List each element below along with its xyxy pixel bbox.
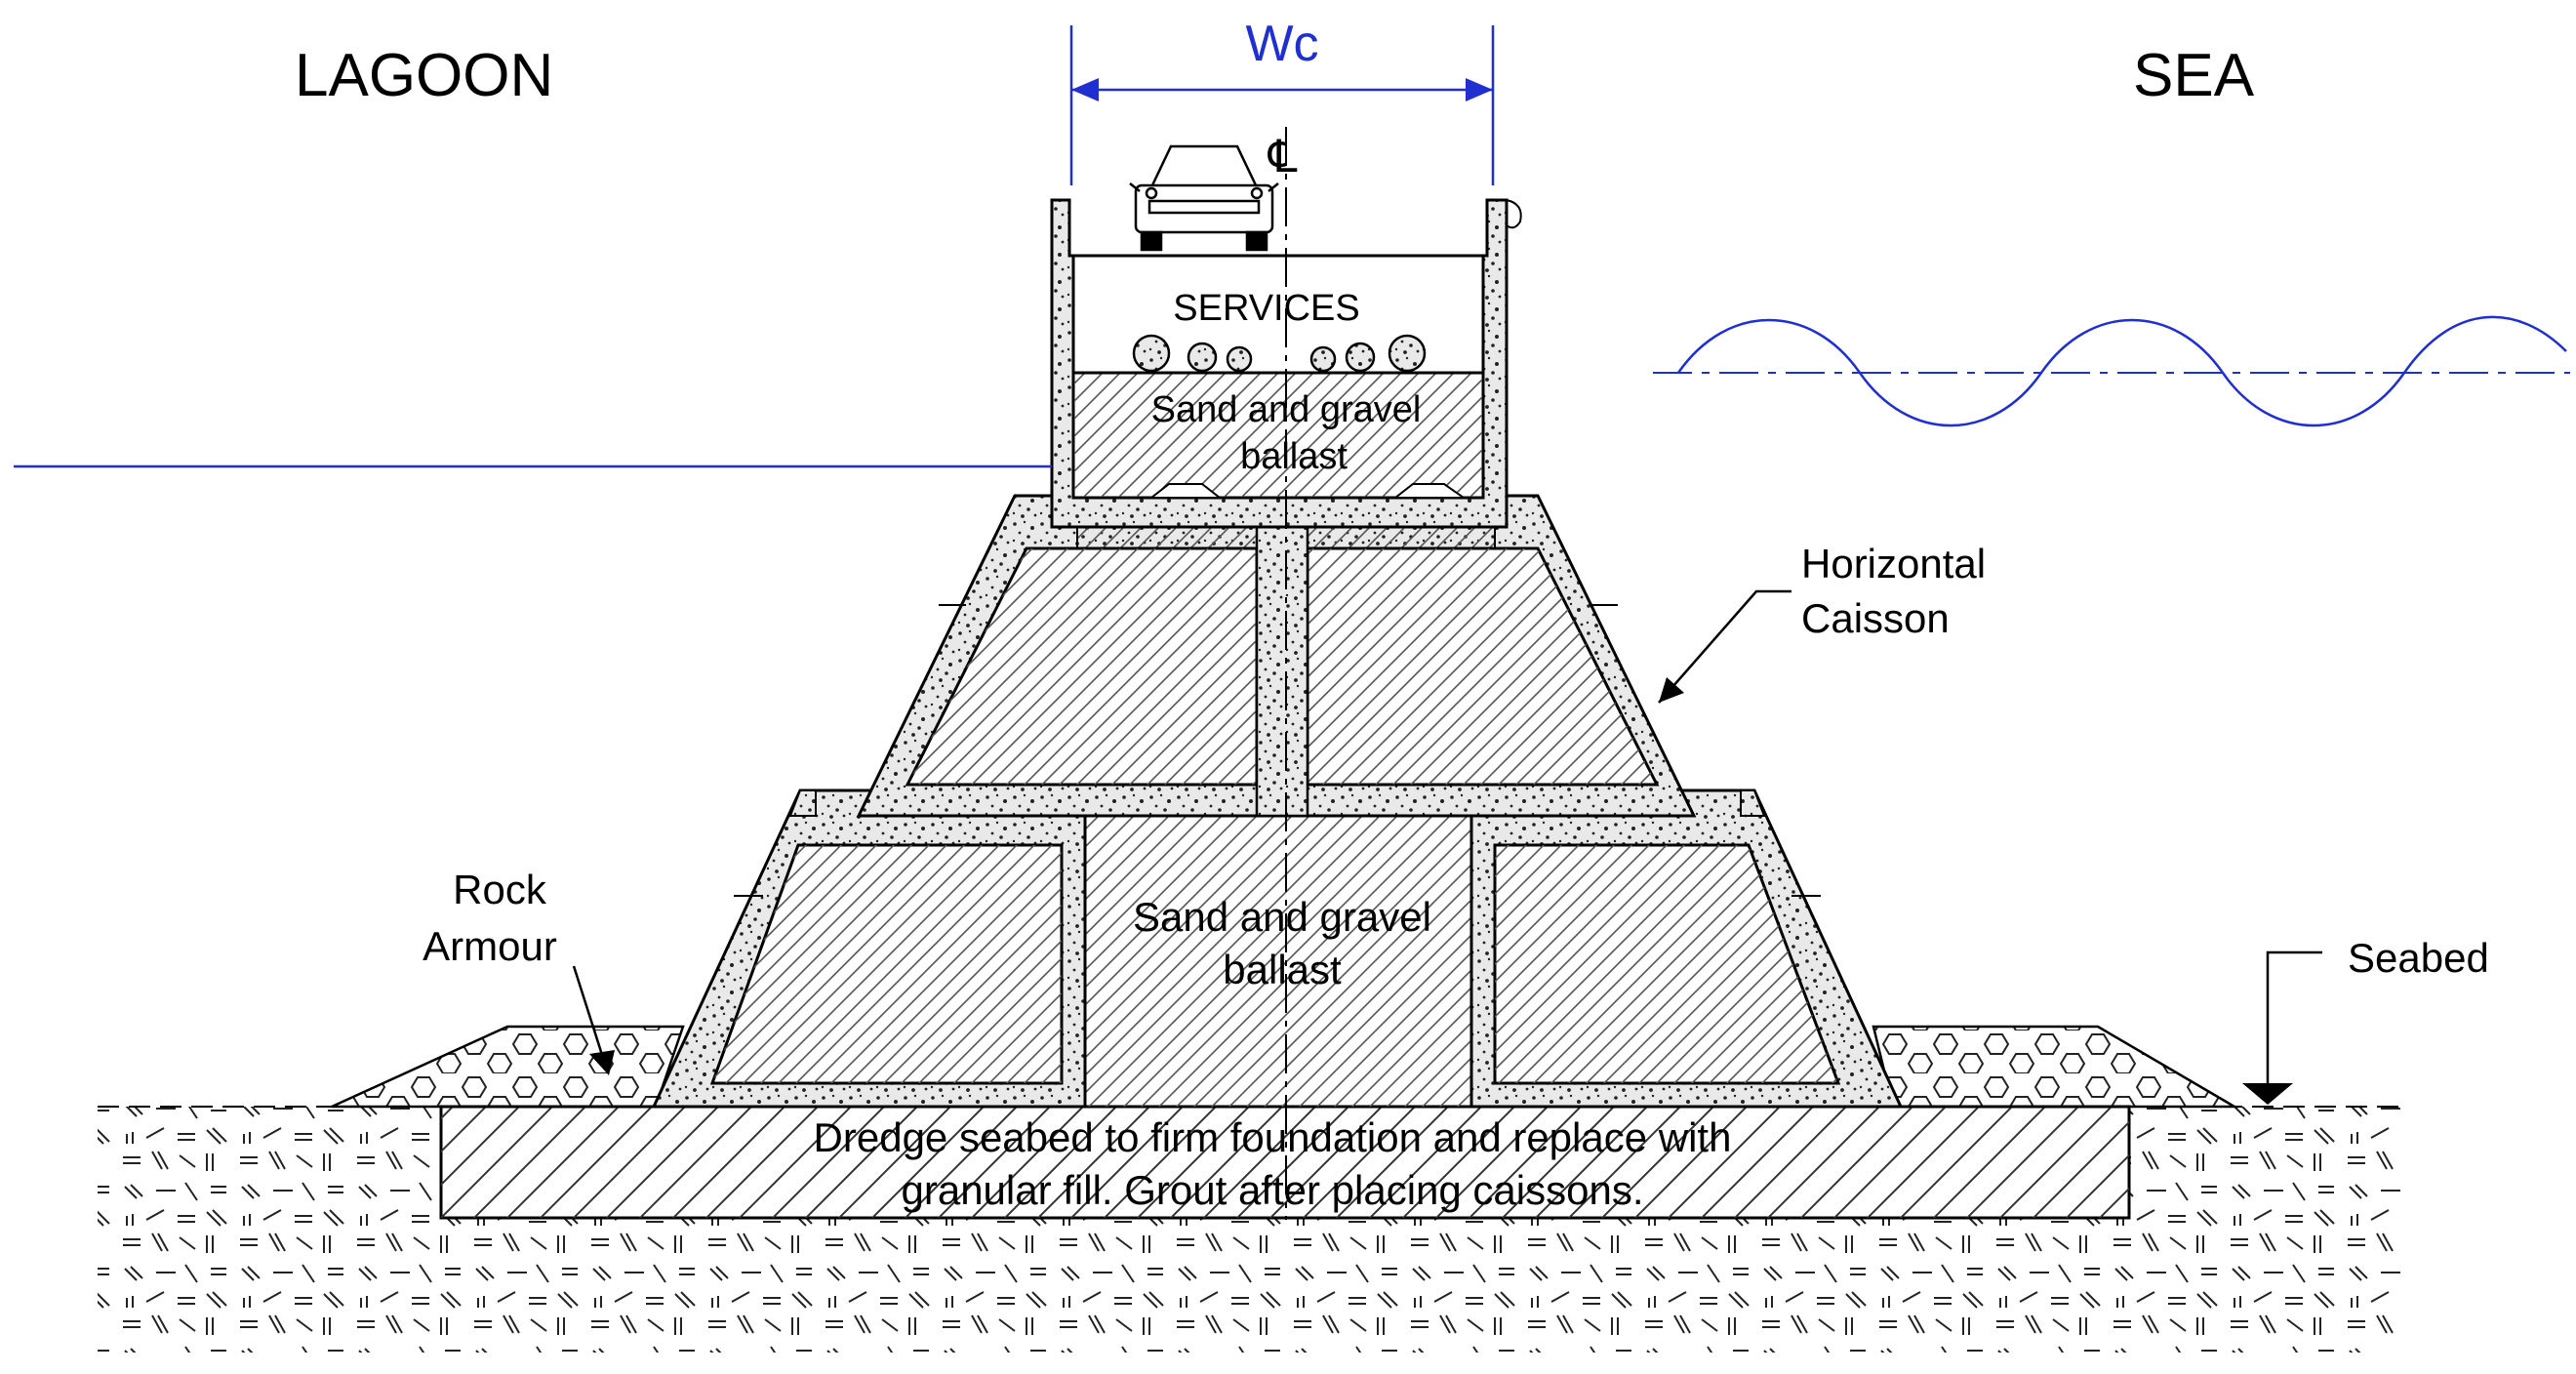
rock-armour-right [1872, 1025, 2239, 1109]
services-channel [1050, 198, 1522, 529]
sea-water-line [1653, 315, 2570, 427]
upper-ballast-label-line2: ballast [1240, 436, 1348, 477]
rock-armour-label-line1: Rock [453, 867, 547, 912]
car-front-icon [1129, 144, 1279, 252]
centerline-symbol: ℄ [1268, 131, 1298, 182]
seabed-label: Seabed [2348, 935, 2489, 981]
upper-caisson [856, 494, 1697, 818]
lagoon-label: LAGOON [295, 42, 553, 109]
lower-ballast-label-line2: ballast [1223, 947, 1342, 992]
upper-ballast-label-line1: Sand and gravel [1151, 389, 1422, 430]
sea-label: SEA [2133, 42, 2255, 109]
caisson-label-line1: Horizontal [1801, 541, 1986, 586]
rock-armour-left [331, 1025, 685, 1109]
rock-armour-label-line2: Armour [423, 923, 557, 969]
dredge-note-line2: granular fill. Grout after placing caiss… [901, 1167, 1643, 1213]
lower-ballast-label-line1: Sand and gravel [1133, 894, 1431, 940]
rock-armour-leader [572, 965, 615, 1075]
width-label: Wc [1245, 16, 1318, 72]
caisson-leader [1658, 589, 1791, 704]
caisson-label-line2: Caisson [1801, 595, 1950, 641]
services-label: SERVICES [1173, 288, 1359, 329]
lower-caisson [651, 788, 1904, 1109]
seabed-marker [2242, 950, 2322, 1105]
width-dimension: Wc [1069, 16, 1495, 185]
centerline: ℄ [1268, 127, 1298, 1220]
dredge-note-line1: Dredge seabed to firm foundation and rep… [814, 1114, 1732, 1160]
